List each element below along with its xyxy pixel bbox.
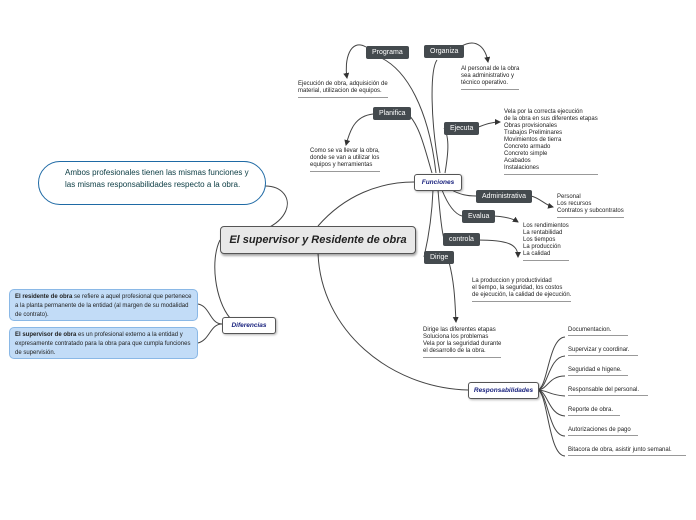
- arrow-administrativa: [530, 195, 554, 209]
- arrow-ejecuta: [475, 119, 501, 129]
- arrow-planifica: [344, 113, 374, 146]
- responsabilidades-node[interactable]: Responsabilidades: [468, 382, 539, 399]
- evalua-node[interactable]: Evalua: [462, 210, 496, 223]
- central-topic[interactable]: El supervisor y Residente de obra: [220, 226, 416, 254]
- link-resp-2: [536, 375, 566, 391]
- planifica-node[interactable]: Planifica: [373, 107, 412, 120]
- shared-functions-bubble[interactable]: Ambos profesionales tienen las mismas fu…: [38, 161, 266, 205]
- link-funciones-dirige: [423, 189, 434, 258]
- ejecuta-node[interactable]: Ejecuta: [444, 122, 480, 135]
- residente-text: se refiere a aquel profesional que perte…: [15, 294, 192, 318]
- link-central-responsabilidades: [317, 251, 469, 391]
- resp-item-1[interactable]: Supervizar y coordinar.: [568, 347, 638, 356]
- funciones-node[interactable]: Funciones: [414, 174, 462, 191]
- organiza-node[interactable]: Organiza: [424, 45, 465, 58]
- link-resp-1: [536, 355, 566, 391]
- resp-item-6[interactable]: Bitacora de obra, asistir junto semanal.: [568, 447, 686, 456]
- link-resp-0: [536, 336, 566, 391]
- resp-item-2[interactable]: Seguridad e higene.: [568, 367, 628, 376]
- arrow-dirige: [448, 261, 459, 323]
- dirige-node[interactable]: Dirige: [424, 251, 455, 264]
- residente-term: El residente de obra: [15, 294, 73, 300]
- arrow-programa: [343, 44, 367, 79]
- link-diferencias-supervisor: [197, 323, 223, 344]
- resp-item-3[interactable]: Responsable del personal.: [568, 387, 648, 396]
- programa-node[interactable]: Programa: [366, 46, 409, 59]
- planifica-note: Como se va llevar la obra,donde se van a…: [310, 148, 380, 172]
- diferencias-node[interactable]: Diferencias: [222, 317, 276, 334]
- arrow-control: [476, 239, 521, 258]
- residente-definition-box[interactable]: El residente de obra se refiere a aquel …: [9, 289, 198, 321]
- supervisor-term: El supervisor de obra: [15, 332, 77, 338]
- link-diferencias-residente: [197, 303, 223, 325]
- link-funciones-planifica: [406, 112, 433, 174]
- link-funciones-evalua: [441, 189, 463, 217]
- link-funciones-control: [437, 189, 445, 240]
- link-central-funciones: [317, 181, 415, 227]
- arrow-organiza: [459, 42, 491, 63]
- resp-item-5[interactable]: Autorizaciones de pago: [568, 427, 638, 436]
- controla-node[interactable]: controla: [443, 233, 480, 246]
- supervisor-text: es un profesional externo a la entidad y…: [15, 332, 191, 356]
- supervisor-definition-box[interactable]: El supervisor de obra es un profesional …: [9, 327, 198, 359]
- resp-item-4[interactable]: Reporte de obra.: [568, 407, 620, 416]
- link-central-diferencias: [214, 239, 231, 319]
- administrativa-node[interactable]: Administrativa: [476, 190, 532, 203]
- resp-item-0[interactable]: Documentacion.: [568, 327, 628, 336]
- link-resp-6: [536, 389, 566, 457]
- link-funciones-organiza: [431, 59, 441, 174]
- link-resp-5: [536, 389, 566, 437]
